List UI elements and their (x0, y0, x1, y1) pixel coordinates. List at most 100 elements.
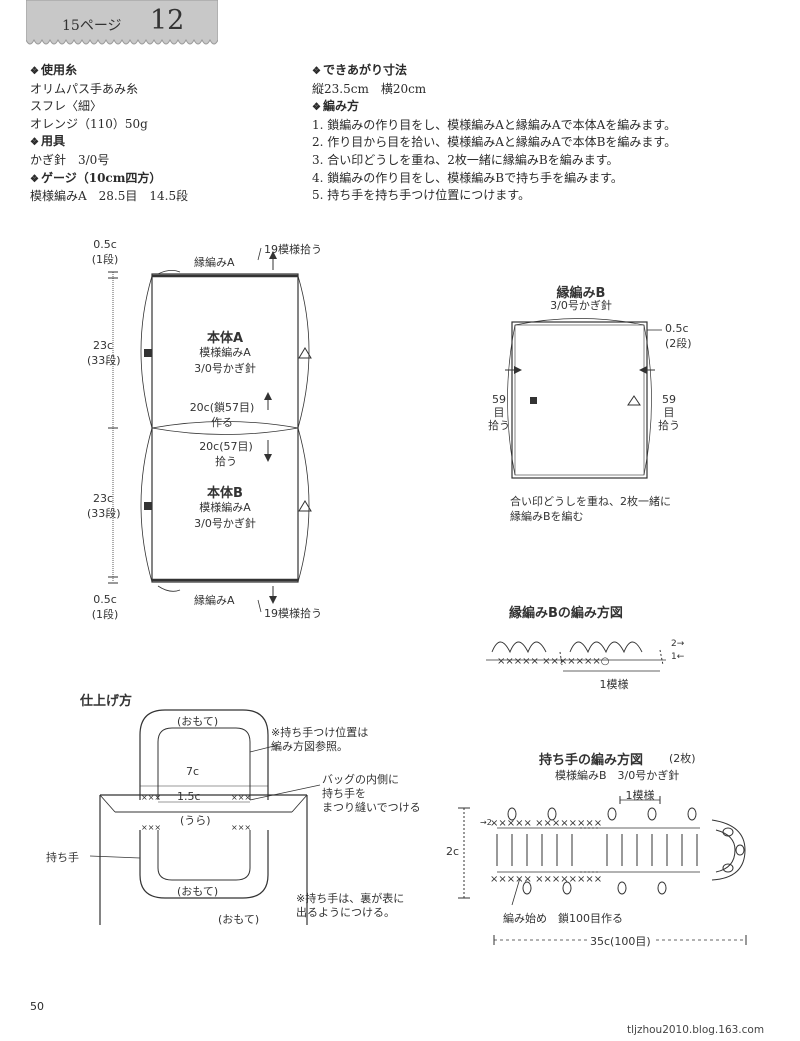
puff-stitch-icon (607, 807, 617, 821)
whipstitch-marks: ××× (231, 823, 251, 832)
yarn-heading: ❖使用糸 (30, 62, 188, 81)
handle-row-indicator: →2 (480, 818, 492, 827)
edge-b-stitch-chart-lines (486, 641, 666, 672)
attach-method-note: バッグの内側に 持ち手を まつり縫いでつける (322, 773, 421, 814)
square-marker-icon (144, 349, 152, 357)
body-diagram (108, 247, 310, 613)
single-crochet-symbols: ××××× ×××××××× (490, 874, 602, 885)
chain-start-label: 20c(鎖57目) (189, 401, 255, 414)
body-a-hook: 3/0号かぎ針 (194, 362, 256, 375)
body-b-title: 本体B (207, 486, 243, 501)
size-line: 縦23.5cm 横20cm (312, 81, 427, 96)
page-reference: 15ページ (62, 18, 122, 34)
handle-orientation-note: ※持ち手は、裏が表に 出るようにつける。 (296, 892, 405, 919)
back-label: (うら) (180, 814, 211, 827)
puff-stitch-icon (722, 863, 734, 873)
one-repeat-label: 1模様 (599, 678, 629, 691)
method-step: 4. 鎖編みの作り目をし、模様編みBで持ち手を編みます。 (312, 170, 623, 185)
triangle-marker-icon (627, 395, 641, 406)
edge-b-title: 縁編みB (556, 286, 606, 301)
puff-stitch-icon (547, 807, 557, 821)
edge-b-diagram-lines (505, 318, 662, 479)
finishing-title: 仕上げ方 (80, 694, 133, 709)
triangle-marker-icon (298, 500, 312, 512)
single-crochet-symbols: ××××× ×××××××× (490, 818, 602, 829)
body-a-pattern: 模様編みA (199, 346, 251, 359)
bottom-edge-dimension: 0.5c (1段) (91, 593, 119, 621)
body-b-hook: 3/0号かぎ針 (194, 517, 256, 530)
front-label-top: (おもて) (177, 715, 219, 728)
edge-b-note: 合い印どうしを重ね、2枚一緒に 縁編みBを編む (510, 495, 671, 523)
body-a-height: 23c (33段) (87, 339, 121, 367)
handle-height: 2c (446, 845, 460, 858)
whipstitch-marks: ××× (141, 793, 161, 802)
puff-stitch-icon (657, 881, 667, 895)
left-pick-label: 59 目 拾う (488, 393, 510, 432)
yarn-line: オリムパス手あみ糸 (30, 81, 139, 96)
chain-make-label: 作る (211, 416, 233, 429)
method-heading: ❖編み方 (312, 98, 676, 117)
edge-a-bottom-label: 縁編みA (194, 594, 235, 607)
front-label-bottom: (おもて) (218, 913, 260, 926)
edge-b-chart-title: 縁編みBの編み方図 (509, 606, 623, 621)
body-b-pattern: 模様編みA (199, 501, 251, 514)
square-marker-icon (530, 397, 537, 404)
handle-count: (2枚) (669, 752, 696, 765)
tools-heading: ❖用具 (30, 133, 188, 152)
method-step: 1. 鎖編みの作り目をし、模様編みAと縁編みAで本体Aを編みます。 (312, 117, 677, 132)
body-a-title: 本体A (206, 331, 244, 346)
puff-stitch-icon (522, 881, 532, 895)
row-2-indicator: 2→ (671, 639, 685, 649)
handle-start-note: 編み始め 鎖100目作る (503, 912, 623, 925)
handle-length: 35c(100目) (588, 933, 653, 949)
watermark: tljzhou2010.blog.163.com (627, 1024, 765, 1036)
pick-width-label: 20c(57目) (199, 440, 253, 453)
puff-stitch-icon (687, 807, 697, 821)
scalloped-tab-shape (26, 0, 218, 45)
diamond-bullet-icon: ❖ (30, 137, 39, 149)
size-heading: ❖できあがり寸法 (312, 62, 676, 81)
gauge-heading: ❖ゲージ（10cm四方） (30, 170, 188, 189)
puff-stitch-icon (507, 807, 517, 821)
page-number: 50 (30, 1000, 44, 1013)
handle-one-repeat: 1模様 (625, 789, 655, 802)
diamond-bullet-icon: ❖ (312, 102, 321, 114)
diamond-bullet-icon: ❖ (312, 66, 321, 77)
gap-15c-label: 1.5c (177, 790, 201, 803)
tools-line: かぎ針 3/0号 (30, 152, 110, 167)
whipstitch-marks: ××× (231, 793, 251, 802)
materials-section: ❖使用糸 オリムパス手あみ糸 スフレ〈細〉 オレンジ（110）50g ❖用具 か… (30, 62, 188, 206)
yarn-line: スフレ〈細〉 (30, 99, 103, 114)
puff-stitch-icon (562, 881, 572, 895)
finishing-diagram-lines (89, 709, 321, 925)
diamond-bullet-icon: ❖ (30, 173, 39, 185)
triangle-marker-icon (298, 347, 312, 359)
puff-stitch-icon (722, 827, 734, 837)
handle-chart-title: 持ち手の編み方図 (539, 753, 644, 768)
edge-b-depth: 0.5c (2段) (665, 322, 692, 350)
whipstitch-marks: ××× (141, 823, 161, 832)
width-7c-label: 7c (186, 765, 200, 778)
attach-position-note: ※持ち手つけ位置は 編み方図参照。 (271, 726, 369, 753)
puff-stitch-icon (647, 807, 657, 821)
diamond-bullet-icon: ❖ (30, 66, 39, 77)
right-pick-label: 59 目 拾う (658, 393, 680, 432)
pick-label: 拾う (215, 455, 237, 468)
method-step: 5. 持ち手を持ち手つけ位置につけます。 (312, 188, 531, 203)
yarn-line: オレンジ（110）50g (30, 116, 148, 131)
body-b-height: 23c (33段) (87, 492, 121, 520)
pattern-number: 12 (150, 5, 185, 36)
puff-stitch-icon (735, 844, 745, 856)
handle-stitch-chart-lines (458, 796, 747, 945)
pick-up-bottom-label: 19模様拾う (264, 607, 322, 620)
single-crochet-symbols: ××××× ×××××××○ (497, 656, 609, 667)
method-step: 3. 合い印どうしを重ね、2枚一緒に縁編みBを編みます。 (312, 152, 619, 167)
puff-stitch-icon (617, 881, 627, 895)
edge-b-hook: 3/0号かぎ針 (550, 299, 612, 312)
front-label-mid: (おもて) (177, 885, 219, 898)
pick-up-top-label: 19模様拾う (264, 243, 322, 256)
handle-pattern: 模様編みB 3/0号かぎ針 (555, 769, 680, 782)
row-1-indicator: 1← (671, 652, 685, 662)
instructions-section: ❖できあがり寸法 縦23.5cm 横20cm ❖編み方 1. 鎖編みの作り目をし… (312, 62, 676, 205)
